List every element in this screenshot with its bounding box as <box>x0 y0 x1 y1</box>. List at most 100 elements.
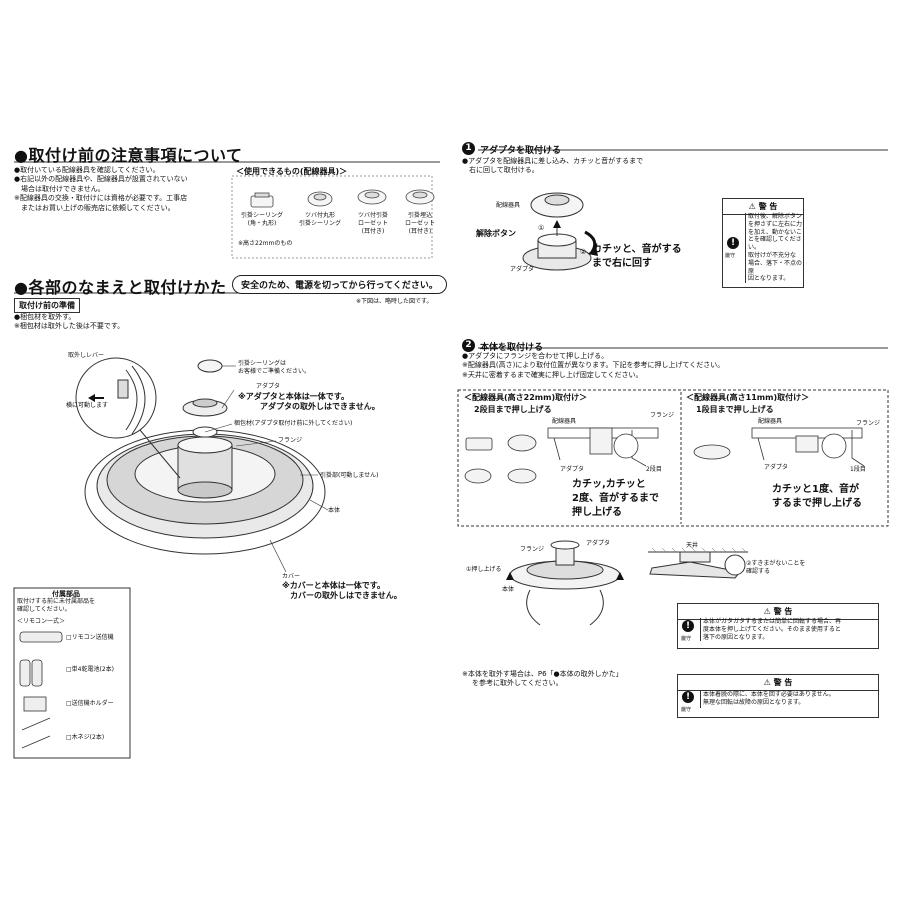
case-a-adapter: アダプタ <box>560 466 585 473</box>
warning-title: 警 告 <box>758 202 778 211</box>
case-b-instruction: カチッと1度、音が するまで押し上げる <box>772 483 862 511</box>
label-ceiling-socket: 引掛シーリングは お客様でご準備ください。 <box>238 360 310 376</box>
step1-n1: ① <box>538 224 545 232</box>
prohibit-icon: ! <box>682 620 694 632</box>
step1-text: ●アダプタを配線器具に差し込み、カチッと音がするまで 右に回して取付ける。 <box>462 157 643 176</box>
label-packing: 梱包材(アダプタ取付け前に外してください) <box>234 420 353 427</box>
case-a-stage: 2段目 <box>646 466 662 473</box>
intro-line: 取付けする前に未付属部品を <box>17 598 96 605</box>
warning-line: 落下の原因となります。 <box>703 633 769 641</box>
warning-line: 本体がガタガタするまたは簡単に回転する場合、再 <box>703 618 842 625</box>
prohibit-icon: ! <box>682 691 694 703</box>
install-gap-note: ②すきまがないことを 確認する <box>746 560 805 576</box>
precaution-item: 場合は取付けできません。 <box>14 184 105 193</box>
warning-line: を押さずに左右に力 <box>748 220 803 228</box>
instruction-line: カチッ,カチッと <box>572 479 646 490</box>
warning-text: 取付後、解除ボタン を押さずに左右に力 を加え、動かないこ とを確認してくださ … <box>745 213 804 284</box>
case-b-adapter: アダプタ <box>764 464 789 471</box>
label-slide: 横に可動します <box>66 402 109 409</box>
instruction-line: 押し上げる <box>572 507 622 518</box>
step1-title: アダプタを取付ける <box>480 146 562 156</box>
warning-heading: ⚠ 警 告 <box>678 604 878 620</box>
prep-item: ●梱包材を取外す。 <box>14 313 76 321</box>
prep-list: ●梱包材を取外す。 ※梱包材は取外した後は不要です。 <box>14 313 124 332</box>
warning-line: 因となります。 <box>748 275 790 283</box>
step1-number: 1 <box>462 142 475 155</box>
case-a-flange: フランジ <box>650 412 675 419</box>
warning-line: 取付後、解除ボタン <box>748 213 803 220</box>
label-body: 本体 <box>328 507 341 514</box>
usable-item-line: ツバ付引掛 <box>357 212 388 219</box>
case-a-wiring: 配線器具 <box>552 418 577 425</box>
warning-line: 本体着脱の際に、本体を回す必要はありません。 <box>703 691 835 698</box>
precaution-list: ●取付いている配線器具を確認してください。 ●右記以外の配線器具や、配線器具が設… <box>14 166 234 213</box>
instruction-line: カチッと1度、音が <box>772 484 859 495</box>
usable-item-line: (耳付き) <box>361 228 385 236</box>
step2-title: 本体を取付ける <box>480 343 544 353</box>
step2-number: 2 <box>462 339 475 352</box>
case-a-title: ＜配線器具(高さ22mm)取付け＞ <box>464 393 588 402</box>
warning-title: 警 告 <box>773 678 793 687</box>
accessories-intro: 取付けする前に未付属部品を 確認してください。 <box>17 598 95 614</box>
gap-line: 確認する <box>746 568 771 576</box>
case-a-sub: 2段目まで押し上げる <box>474 405 552 414</box>
warning-box-1: ⚠ 警 告 ! 厳守 取付後、解除ボタン を押さずに左右に力 を加え、動かないこ… <box>722 198 804 288</box>
precaution-item: ●右記以外の配線器具や、配線器具が設置されていない <box>14 175 188 184</box>
warning-line: い。 <box>748 244 761 252</box>
label-line: お客様でご準備ください。 <box>238 368 311 376</box>
note-line: アダプタの取外しはできません。 <box>260 402 380 412</box>
usable-item-line: ローゼット <box>404 220 435 228</box>
usable-item-line: ローゼット <box>357 220 388 228</box>
step2-line: ●アダプタにフランジを合わせて押し上げる。 <box>462 352 609 360</box>
warning-line: 度本体を押し上げてください。そのまま使用すると <box>703 625 841 633</box>
release-button-label: 解除ボタン <box>476 229 516 238</box>
usable-item-line: ツバ付丸形 <box>304 212 335 219</box>
warning-text: 本体着脱の際に、本体を回す必要はありません。 無理な回転は故障の原因となります。 <box>700 691 879 708</box>
remove-note: ※本体を取外す場合は、P6「●本体の取外しかた」 を参考に取外してください。 <box>462 670 623 689</box>
gap-line: ②すきまがないことを <box>746 560 806 567</box>
figure-note: ※下図は、略時した図です。 <box>356 298 433 305</box>
prep-item: ※梱包材は取外した後は不要です。 <box>14 322 125 331</box>
label-adapter: アダプタ <box>256 383 281 390</box>
label-line: 引掛シーリングは <box>238 360 287 367</box>
usable-item: ツバ付丸形 引掛シーリング <box>296 212 344 228</box>
step2-line: ※天井に密着するまで確実に押し上げ固定してください。 <box>462 370 643 379</box>
accessory-item: □単4乾電池(2本) <box>66 666 114 673</box>
warning-heading: ⚠ 警 告 <box>678 675 878 691</box>
label-lever: 取外しレバー <box>68 352 105 359</box>
instruction-line: 2度、音がするまで <box>572 493 659 504</box>
remote-heading: ＜リモコン一式＞ <box>17 618 66 625</box>
precaution-title: ●取付け前の注意事項について <box>14 146 243 165</box>
note-line: ※アダプタと本体は一体です。 <box>238 392 349 401</box>
warning-text: 本体がガタガタするまたは簡単に回転する場合、再 度本体を押し上げてください。その… <box>700 618 879 642</box>
usable-title: ＜使用できるもの(配線器具)＞ <box>236 167 348 176</box>
precaution-item: ●取付いている配線器具を確認してください。 <box>14 166 160 174</box>
warning-line: 場合、落下・不点の原 <box>748 259 803 275</box>
remove-line: を参考に取外してください。 <box>472 679 563 688</box>
usable-item-line: 引掛シーリング <box>240 212 283 219</box>
prep-header: 取付け前の準備 <box>14 298 80 313</box>
cover-note: ※カバーと本体は一体です。 カバーの取外しはできません。 <box>282 581 402 602</box>
case-b-stage: 1段目 <box>850 466 866 473</box>
accessory-item: □送信機ホルダー <box>66 700 114 707</box>
usable-item: 引掛シーリング (角・丸形) <box>240 212 284 228</box>
label-flange: フランジ <box>278 437 303 444</box>
warning-line: 無理な回転は故障の原因となります。 <box>703 699 805 707</box>
prohibit-icon: ! <box>727 237 739 249</box>
note-line: カバーの取外しはできません。 <box>290 591 402 601</box>
accessory-item: □木ネジ(2本) <box>66 734 105 741</box>
intro-line: 確認してください。 <box>17 606 71 614</box>
case-a-instruction: カチッ,カチッと 2度、音がするまで 押し上げる <box>572 478 659 520</box>
warning-icon-label: 厳守 <box>681 707 692 713</box>
click-line: まで右に回す <box>592 258 652 269</box>
step1-line: 右に回して取付ける。 <box>462 166 539 175</box>
precaution-item: またはお買い上げの販売店に依頼してください。 <box>14 203 175 212</box>
warning-line: とを確認してくださ <box>748 236 802 244</box>
adapter-note: ※アダプタと本体は一体です。 アダプタの取外しはできません。 <box>238 392 380 413</box>
note-line: ※カバーと本体は一体です。 <box>282 581 385 590</box>
usable-note: ※高さ22mmのもの <box>238 240 293 247</box>
warning-heading: ⚠ 警 告 <box>723 199 803 215</box>
case-b-title: ＜配線器具(高さ11mm)取付け＞ <box>686 393 810 402</box>
usable-item-line: (角・丸形) <box>247 220 277 228</box>
